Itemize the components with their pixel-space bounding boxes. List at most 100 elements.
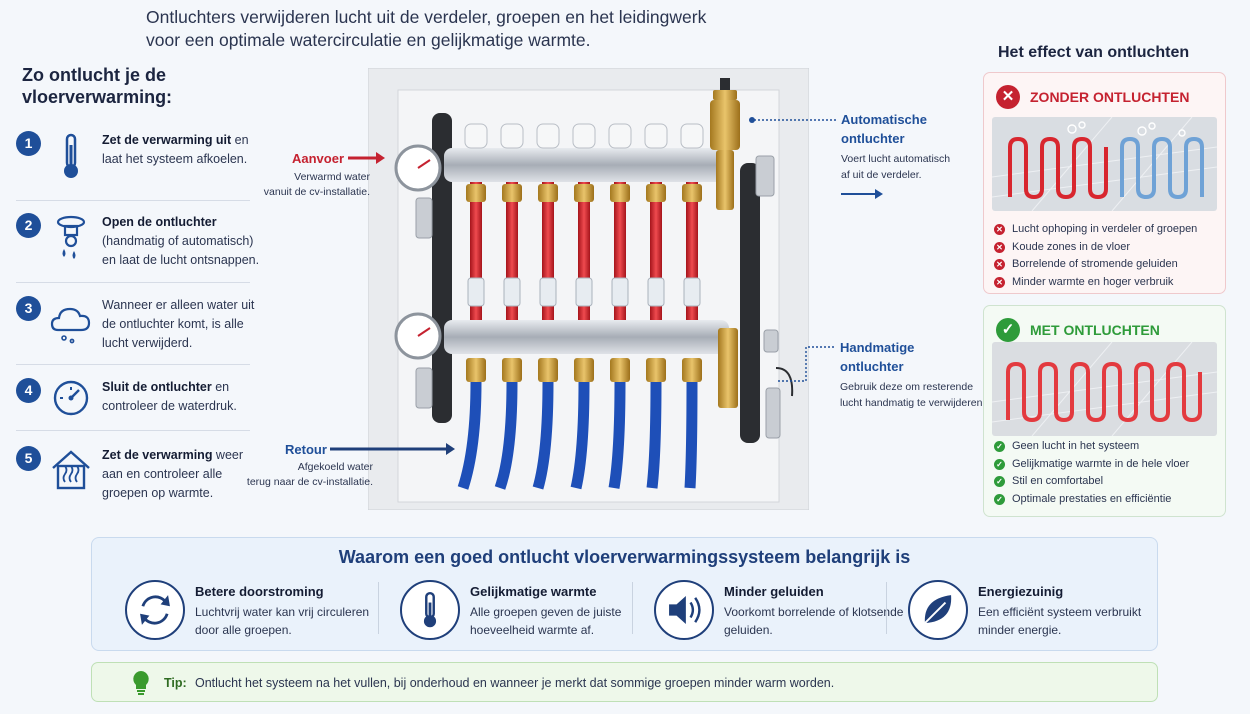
step-number: 3 [16,296,41,321]
benefit-title: Gelijkmatige warmte [470,584,597,599]
list-item: ✓Geen lucht in het systeem [994,438,1189,456]
step-text-rest: en laat het systeem afkoelen. [102,133,249,166]
intro-line-2: voor een optimale watercirculatie en gel… [146,30,591,50]
with-venting-list: ✓Geen lucht in het systeem ✓Gelijkmatige… [994,438,1189,508]
step-text-bold: Open de ontluchter [102,215,217,229]
list-item-text: Gelijkmatige warmte in de hele vloer [1012,457,1190,470]
step-text-rest: Wanneer er alleen water uit de ontluchte… [102,298,255,350]
list-item-text: Koude zones in de vloer [1012,240,1131,253]
benefit-divider [886,582,887,634]
step-number: 1 [16,131,41,156]
step-text-bold: Zet de verwarming uit [102,133,232,147]
arrow-right-icon [841,189,883,199]
step-text-rest: (handmatig of automatisch) en laat de lu… [102,234,260,267]
auto-vent-line-1: Voert lucht automatisch [841,153,951,165]
step-divider [16,282,250,283]
step-text: Zet de verwarming uit en laat het systee… [102,131,262,169]
without-venting-panel: ✕ ZONDER ONTLUCHTEN ✕Lucht ophoping in v… [983,72,1226,294]
step-text: Zet de verwarming weer aan en controleer… [102,446,262,503]
benefit-energy: Energiezuinig Een efficiënt systeem verb… [908,578,1158,644]
circulation-icon [125,580,185,640]
benefit-quiet: Minder geluiden Voorkomt borrelende of k… [654,578,904,644]
step-text-rest: en controleer de waterdruk. [102,380,237,413]
list-item: ✕Borrelende of stromende geluiden [994,256,1197,274]
leaf-icon [908,580,968,640]
auto-vent-title-1: Automatische [841,112,927,127]
aanvoer-line-2: vanuit de cv-installatie. [263,186,370,198]
step-number: 2 [16,213,41,238]
list-item-text: Geen lucht in het systeem [1012,440,1140,452]
step-divider [16,364,250,365]
air-cloud-icon [50,307,91,344]
retour-title: Retour [285,442,327,457]
manual-vent-callout: Handmatige ontluchter Gebruik deze om re… [840,338,985,411]
list-item: ✓Gelijkmatige warmte in de hele vloer [994,456,1189,474]
floor-heating-warm-illustration [992,342,1217,436]
arrow-right-icon [330,443,455,455]
steps-title-line-1: Zo ontlucht je de [22,65,166,85]
tip-banner: Tip: Ontlucht het systeem na het vullen,… [91,662,1158,702]
auto-vent-title-2: ontluchter [841,131,905,146]
leader-line [778,346,836,382]
steps-title: Zo ontlucht je de vloerverwarming: [22,64,172,108]
speaker-icon [654,580,714,640]
step-1: 1 Zet de verwarming uit en laat het syst… [14,131,254,201]
step-5: 5 Zet de verwarming weer aan en controle… [14,446,254,516]
benefit-divider [378,582,379,634]
step-divider [16,430,250,431]
benefit-description: Alle groepen geven de juiste hoeveelheid… [470,605,622,637]
retour-label: Retour [285,441,327,459]
step-text-rest: weer aan en controleer alle groepen op w… [102,448,244,500]
without-venting-list: ✕Lucht ophoping in verdeler of groepen ✕… [994,221,1197,291]
tip-label: Tip: [164,676,187,690]
manual-vent-title-1: Handmatige [840,340,915,355]
thermometer-icon [400,580,460,640]
list-item: ✕Minder warmte en hoger verbruik [994,274,1197,292]
why-title: Waarom een goed ontlucht vloerverwarming… [338,547,911,567]
floor-heating-air-illustration [992,117,1217,211]
leader-line [749,117,838,123]
step-text: Sluit de ontluchter en controleer de wat… [102,378,262,416]
benefit-title: Minder geluiden [724,584,824,599]
list-item: ✕Lucht ophoping in verdeler of groepen [994,221,1197,239]
aanvoer-line-1: Verwarmd water [294,171,370,183]
benefit-warmth: Gelijkmatige warmte Alle groepen geven d… [400,578,650,644]
with-venting-panel: ✓ MET ONTLUCHTEN ✓Geen lucht in het syst… [983,305,1226,517]
manual-vent-title-2: ontluchter [840,359,904,374]
intro-line-1: Ontluchters verwijderen lucht uit de ver… [146,7,707,27]
auto-vent-line-2: af uit de verdeler. [841,169,922,181]
steps-title-line-2: vloerverwarming: [22,87,173,107]
list-item-text: Borrelende of stromende geluiden [1012,258,1178,270]
auto-vent-callout: Automatische ontluchter Voert lucht auto… [841,110,950,183]
step-2: 2 Open de ontluchter (handmatig of autom… [14,213,259,283]
manual-vent-line-1: Gebruik deze om resterende [840,381,974,393]
benefit-description: Luchtvrij water kan vrij circuleren door… [195,605,370,637]
list-item: ✕Koude zones in de vloer [994,239,1197,257]
step-3: 3 Wanneer er alleen water uit de ontluch… [14,296,254,366]
intro-text: Ontluchters verwijderen lucht uit de ver… [146,6,846,52]
list-item-text: Optimale prestaties en efficiëntie [1012,492,1172,505]
tip-text: Ontlucht het systeem na het vullen, bij … [195,676,835,690]
manual-vent-line-2: lucht handmatig te verwijderen. [840,397,986,409]
step-divider [16,200,250,201]
list-item-text: Stil en comfortabel [1012,475,1104,487]
benefit-description: Voorkomt borrelende of klotsende geluide… [724,605,904,637]
benefit-flow: Betere doorstroming Luchtvrij water kan … [125,578,375,644]
list-item-text: Minder warmte en hoger verbruik [1012,275,1174,288]
arrow-right-icon [348,152,385,164]
step-number: 4 [16,378,41,403]
effect-title: Het effect van ontluchten [998,44,1190,61]
lightbulb-icon [133,671,149,695]
list-item: ✓Stil en comfortabel [994,473,1189,491]
aanvoer-description: Verwarmd water vanuit de cv-installatie. [240,170,370,200]
pressure-gauge-icon [53,380,89,416]
benefit-divider [632,582,633,634]
step-text-bold: Zet de verwarming [102,448,213,462]
bleed-valve-icon [56,215,86,259]
aanvoer-label: Aanvoer [292,150,344,168]
retour-line-2: terug naar de cv-installatie. [246,476,373,488]
step-text: Wanneer er alleen water uit de ontluchte… [102,296,262,353]
checkmark-icon: ✓ [996,318,1020,342]
step-4: 4 Sluit de ontluchter en controleer de w… [14,378,254,448]
step-number: 5 [16,446,41,471]
